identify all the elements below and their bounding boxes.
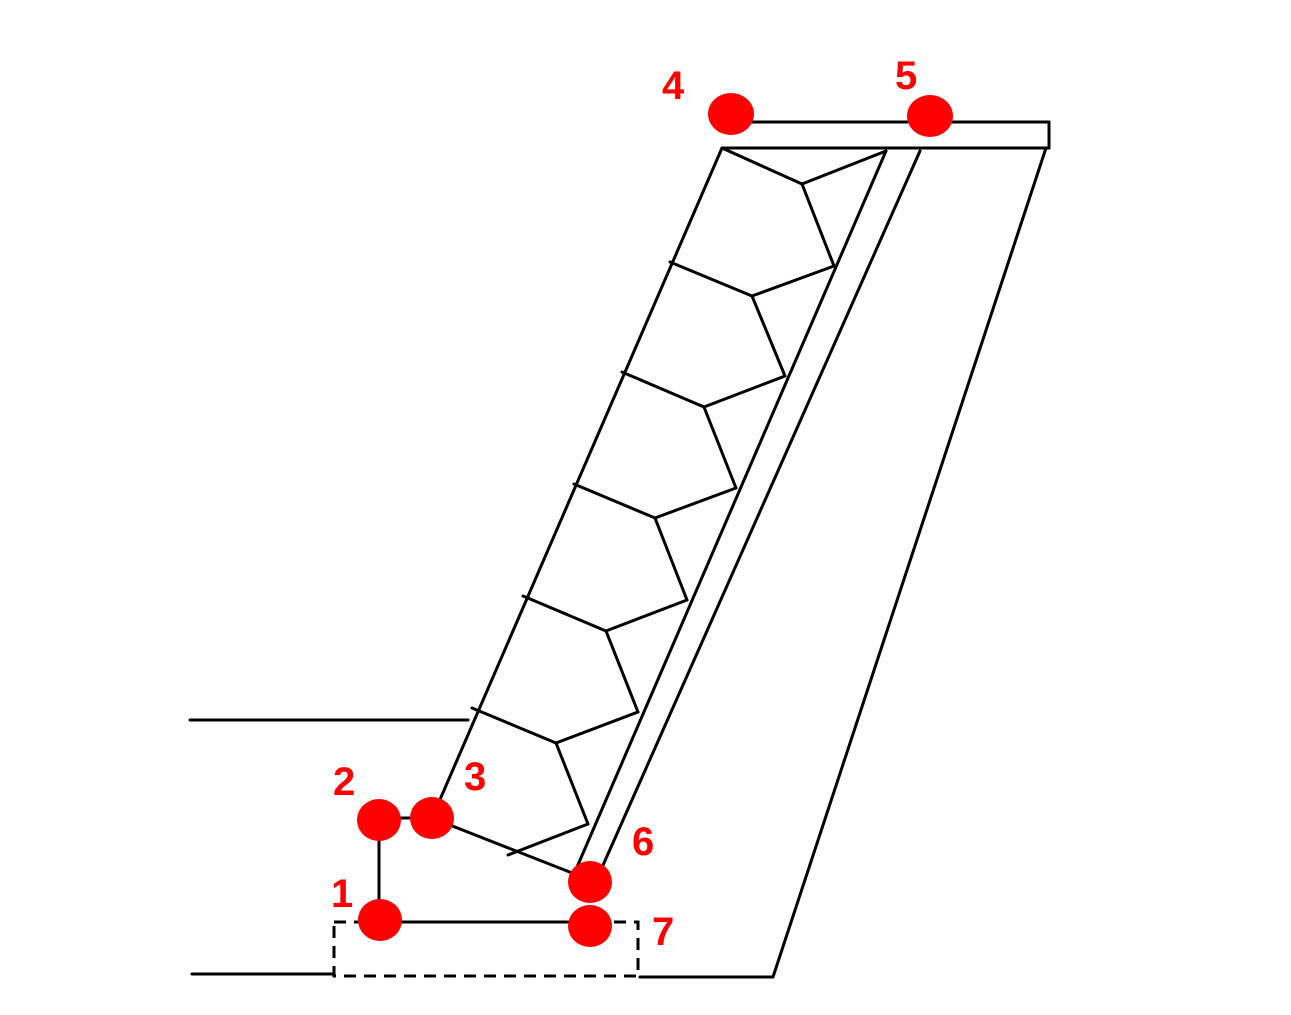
marker-3-label: 3 — [464, 755, 486, 799]
panel-joint-2 — [668, 260, 836, 298]
panel-joint-4 — [572, 482, 738, 520]
backfill-boundary — [771, 146, 1048, 979]
panel-joint-3 — [620, 370, 787, 409]
wall-front-face — [430, 146, 724, 820]
panel-joint-6 — [470, 706, 640, 745]
marker-2-label: 2 — [333, 760, 355, 804]
marker-5-label: 5 — [895, 54, 917, 98]
wall-back-face-outer — [594, 149, 922, 883]
panel-joint-1-drop — [800, 182, 836, 268]
marker-7-label: 7 — [652, 910, 674, 954]
marker-4-dot[interactable] — [708, 93, 754, 135]
marker-6-label: 6 — [632, 820, 654, 864]
panel-joint-5-drop — [604, 629, 640, 714]
wall-body — [430, 146, 922, 883]
wall-panel-joints — [470, 146, 888, 826]
marker-1-dot[interactable] — [358, 899, 402, 941]
panel-joint-3-drop — [702, 405, 738, 490]
marker-4-label: 4 — [662, 64, 685, 108]
panel-joint-1 — [720, 146, 888, 186]
marker-7-dot[interactable] — [568, 905, 612, 947]
panel-joint-2-drop — [750, 294, 787, 378]
marker-1-label: 1 — [331, 872, 353, 916]
wall-back-face-inner — [569, 149, 888, 883]
marker-labels: 1 2 3 4 5 6 7 — [331, 54, 917, 954]
marker-5-dot[interactable] — [907, 95, 953, 137]
backfill-outline — [720, 120, 1051, 979]
wall-toe-diagonal — [506, 822, 590, 857]
panel-joint-6-drop — [554, 741, 590, 826]
wall-toe-bottom — [430, 816, 592, 882]
markers — [357, 93, 953, 947]
ground-lines — [188, 718, 775, 979]
marker-3-dot[interactable] — [410, 797, 454, 839]
marker-6-dot[interactable] — [568, 861, 612, 903]
panel-joint-5 — [521, 594, 689, 633]
panel-joint-4-drop — [653, 516, 689, 602]
footing-dashed-outline — [332, 920, 640, 978]
marker-2-dot[interactable] — [357, 799, 401, 841]
